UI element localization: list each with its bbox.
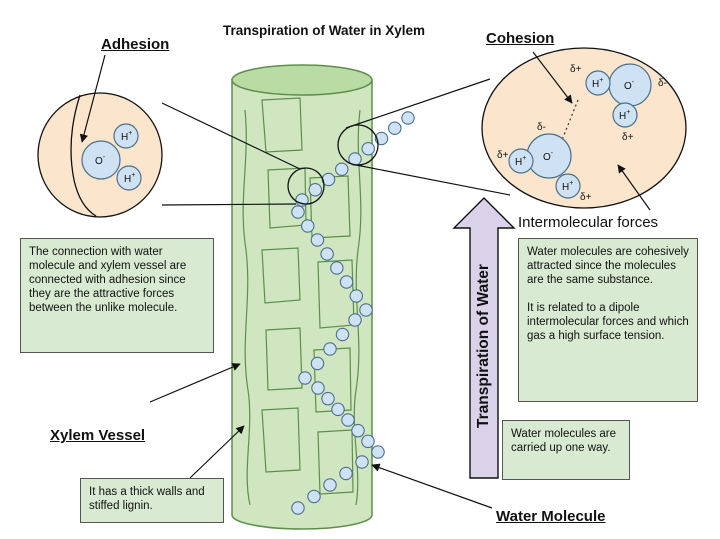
water-molecule-dot — [320, 247, 334, 261]
delta-plus-label: δ+ — [622, 132, 634, 143]
hydrogen-atom — [113, 123, 139, 149]
transpiration-up-arrow — [452, 197, 516, 479]
water-molecule-dot — [341, 413, 355, 427]
adhesion-pointer-arrow — [79, 54, 106, 143]
transpiration-arrow-label: Transpiration of Water — [475, 264, 492, 428]
water-molecule-dot — [348, 313, 362, 327]
hydrogen-atom — [116, 165, 142, 191]
water-molecule-dot — [351, 423, 365, 438]
oxygen-label: O- — [543, 150, 554, 163]
diagram-title: Transpiration of Water in Xylem — [223, 23, 426, 38]
adhesion-zoom-marker — [287, 167, 325, 205]
water-molecule-dot — [310, 356, 325, 371]
hydrogen-atom — [508, 148, 534, 174]
water-molecule-dot — [311, 381, 325, 395]
hydrogen-label: H+ — [619, 109, 630, 122]
water-molecule-dot — [387, 121, 402, 136]
water-molecule-dot — [308, 183, 322, 197]
xylem-vessel-heading: Xylem Vessel — [50, 427, 146, 444]
water-molecule-dot — [321, 391, 335, 406]
intermolecular-paragraph-1: Water molecules are cohesively attracted… — [527, 246, 689, 286]
intermolecular-note: Water molecules are cohesively attracted… — [518, 238, 698, 402]
water-molecule-dot — [323, 342, 337, 356]
hydrogen-atom — [612, 102, 638, 128]
water-molecule-dot — [323, 478, 337, 492]
water-molecule-dot — [335, 327, 350, 342]
hydrogen-label: H+ — [592, 77, 603, 90]
water-molecule-dot — [359, 303, 373, 317]
intermolecular-paragraph-2: It is related to a dipole intermolecular… — [527, 302, 689, 342]
water-molecule-dot — [374, 131, 389, 146]
water-molecule-dot — [361, 434, 375, 449]
water-molecule-dot — [334, 162, 349, 177]
oxygen-label: O- — [624, 79, 635, 92]
delta-minus-label: δ- — [658, 78, 667, 89]
water-molecule-dot — [355, 455, 369, 469]
vessel-wall-line — [70, 94, 97, 217]
delta-plus-label: δ+ — [497, 150, 509, 161]
water-molecule-dot — [291, 205, 305, 219]
cohesion-bubble: O- H+ H+ O- H+ H+ δ+ δ- δ+ δ- δ+ δ+ — [481, 47, 687, 211]
adhesion-heading: Adhesion — [101, 36, 170, 53]
water-molecule-dot — [307, 489, 321, 504]
hydrogen-label: H+ — [121, 130, 132, 143]
xylem-vessel-cylinder — [231, 64, 373, 530]
water-molecule-dot — [349, 289, 364, 303]
water-molecule-dot — [401, 111, 415, 125]
delta-plus-label: δ+ — [570, 64, 582, 75]
hydrogen-label: H+ — [562, 180, 573, 193]
water-molecule-dot — [310, 233, 325, 247]
water-molecule-dot — [331, 402, 345, 417]
water-molecule-dot — [361, 142, 375, 156]
water-molecule-note: Water molecules are carried up one way. — [502, 420, 630, 480]
hydrogen-atom — [585, 70, 611, 96]
water-molecule-dot — [339, 275, 354, 289]
adhesion-note: The connection with water molecule and x… — [20, 238, 214, 353]
water-molecule-heading: Water Molecule — [496, 508, 606, 525]
intermolecular-pointer-arrow — [617, 164, 651, 211]
hydrogen-atom — [555, 173, 581, 199]
water-molecule-dot — [298, 371, 312, 385]
adhesion-bubble: O- H+ H+ — [37, 54, 163, 218]
vessel-wall-markings — [242, 97, 362, 506]
hydrogen-bond — [561, 99, 579, 141]
water-molecule-dot — [291, 501, 305, 515]
delta-minus-label: δ- — [537, 122, 546, 133]
hydrogen-label: H+ — [124, 172, 135, 185]
zoom-connectors — [161, 78, 511, 206]
cohesion-heading: Cohesion — [486, 30, 555, 47]
water-molecule-dot — [300, 219, 315, 233]
oxygen-label: O- — [95, 154, 106, 167]
water-molecule-dot — [371, 445, 385, 459]
cohesion-pointer-arrow — [532, 51, 573, 104]
oxygen-atom — [81, 140, 121, 180]
label-pointers — [149, 363, 493, 509]
xylem-vessel-description: It has a thick walls and stiffed lignin. — [89, 486, 205, 512]
xylem-vessel-note: It has a thick walls and stiffed lignin. — [80, 478, 224, 523]
hydrogen-label: H+ — [515, 155, 526, 168]
water-molecule-dot — [339, 466, 353, 481]
adhesion-description: The connection with water molecule and x… — [29, 246, 187, 314]
water-molecule-description: Water molecules are carried up one way. — [511, 428, 617, 454]
delta-plus-label: δ+ — [580, 192, 592, 203]
water-molecule-chain — [291, 111, 415, 515]
water-molecule-dot — [330, 261, 344, 275]
intermolecular-forces-heading: Intermolecular forces — [518, 214, 659, 231]
